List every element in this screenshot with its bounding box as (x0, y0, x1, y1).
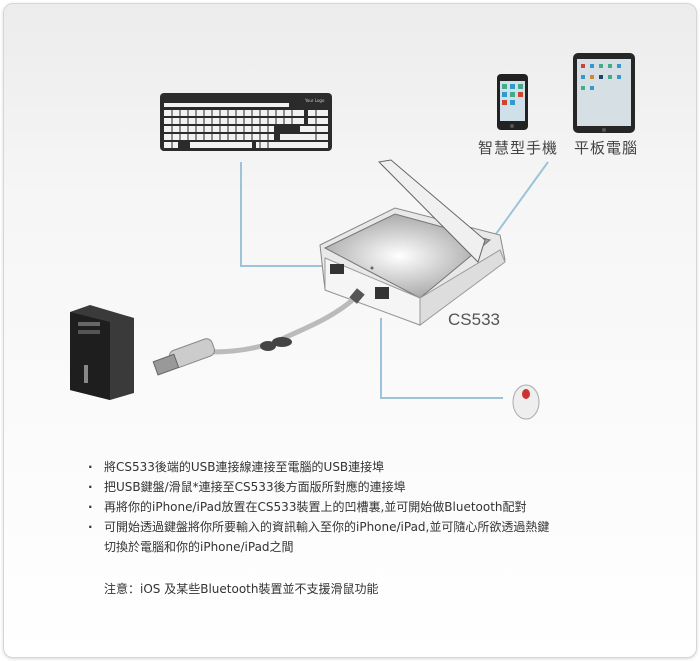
connector-lines (240, 161, 549, 399)
step-item: 可開始透過鍵盤將你所要輸入的資訊輸入至你的iPhone/iPad,並可隨心所欲透… (88, 517, 549, 537)
pc-tower-icon (70, 305, 134, 400)
mouse-icon (512, 384, 540, 420)
step-item: 再將你的iPhone/iPad放置在CS533裝置上的凹槽裏,並可開始做Blue… (88, 497, 549, 517)
step-item: 將CS533後端的USB連接線連接至電腦的USB連接埠 (88, 457, 549, 477)
tablet-icon (573, 53, 635, 133)
setup-steps-list: 將CS533後端的USB連接線連接至電腦的USB連接埠 把USB鍵盤/滑鼠*連接… (88, 457, 549, 557)
keyboard-logo: Your Logo (304, 98, 325, 103)
smartphone-icon (497, 74, 528, 130)
usb-cable-icon (152, 288, 365, 376)
cs533-hub-icon (319, 159, 506, 326)
tablet-label: 平板電腦 (574, 139, 639, 157)
step-item: 把USB鍵盤/滑鼠*連接至CS533後方面版所對應的連接埠 (88, 477, 549, 497)
mouse-support-note: 注意：iOS 及某些Bluetooth裝置並不支援滑鼠功能 (104, 582, 379, 596)
smartphone-label: 智慧型手機 (478, 139, 559, 157)
model-label: CS533 (448, 310, 500, 329)
keyboard-icon: Your Logo (160, 93, 332, 151)
step-item-continuation: 切換於電腦和你的iPhone/iPad之間 (104, 540, 294, 554)
